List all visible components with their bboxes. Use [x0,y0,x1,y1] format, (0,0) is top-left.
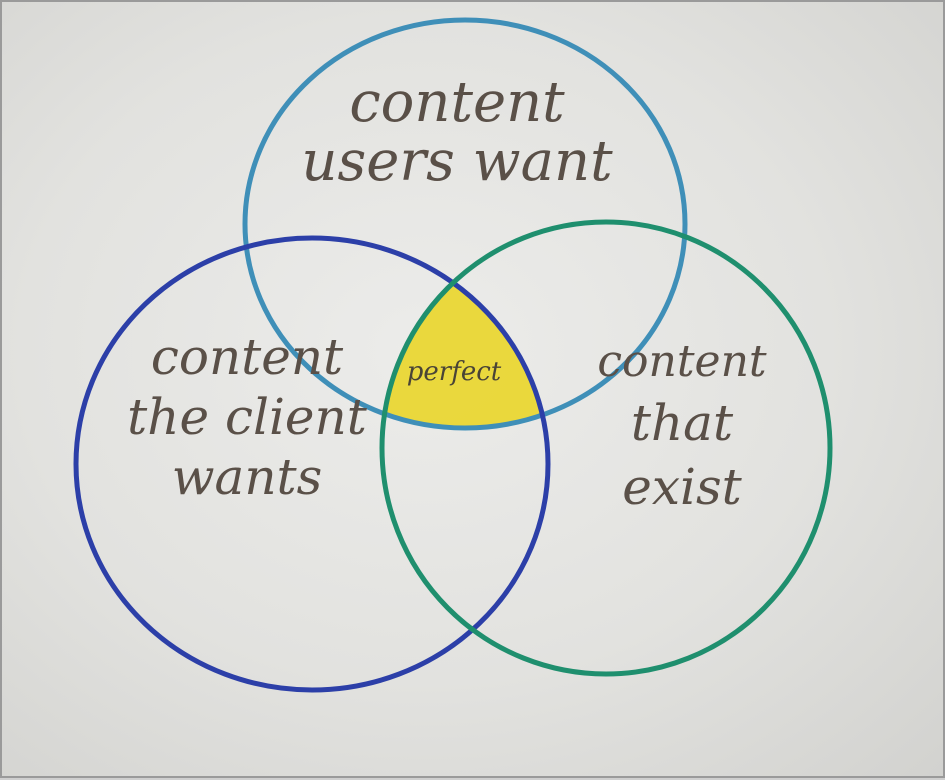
label-client-line-1: content [150,328,344,386]
label-exist-line-1: content [597,336,767,387]
label-content-exist: content that exist [542,340,822,526]
label-users-line-1: content [349,70,565,135]
circle-users-want [242,17,688,431]
label-perfect: perfect [406,357,502,387]
label-client-line-2: the client [127,388,367,446]
circle-content-exist [379,219,833,677]
circle-client-wants [73,235,551,693]
label-client-line-3: wants [171,448,323,506]
label-client-wants: content the client wants [97,332,397,512]
label-users-want: content users want [257,70,657,194]
label-users-line-2: users want [301,128,613,194]
label-exist-line-2: that [630,394,734,452]
label-exist-line-3: exist [622,458,742,516]
